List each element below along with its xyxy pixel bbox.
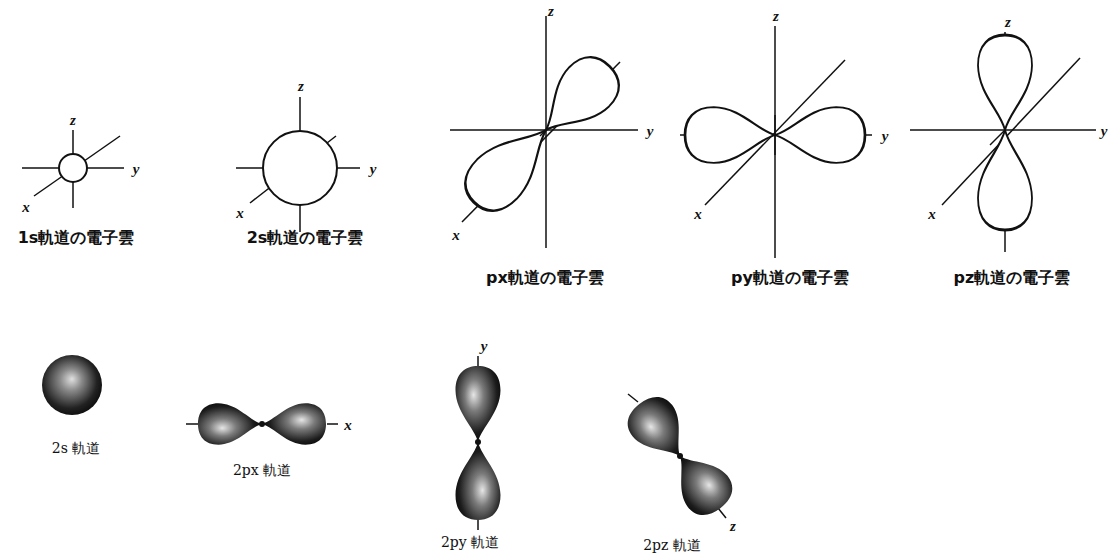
axis-label: y — [370, 162, 377, 177]
axis-label: y — [481, 339, 488, 354]
orbital-caption: 1s軌道の電子雲 — [18, 230, 135, 246]
orbital-caption: 2s 軌道 — [52, 441, 101, 455]
orbital-caption: 2s軌道の電子雲 — [247, 230, 364, 246]
axis-label: y — [1101, 124, 1108, 139]
axis-label: x — [22, 200, 30, 215]
axis-label: y — [133, 162, 140, 177]
axis-label: x — [344, 418, 352, 433]
axis-label: z — [298, 79, 304, 94]
axis-label: y — [882, 129, 889, 144]
orbital-caption: px軌道の電子雲 — [486, 270, 604, 286]
axis-label: y — [647, 124, 654, 139]
orbital-caption: 2pz 軌道 — [643, 538, 701, 552]
shaded-orbitals — [42, 355, 740, 524]
orbital-caption: py軌道の電子雲 — [731, 270, 849, 286]
axis-label: x — [452, 228, 460, 243]
orbital-caption: 2py 軌道 — [441, 535, 499, 549]
orbital-caption: pz軌道の電子雲 — [954, 270, 1071, 286]
axis-label: z — [1005, 15, 1011, 30]
orbital-caption: 2px 軌道 — [233, 463, 291, 477]
axes — [22, 16, 1096, 258]
axis-label: z — [548, 3, 554, 18]
axis-label: z — [730, 519, 736, 534]
electron-cloud-outlines — [59, 35, 1032, 230]
axis-label: z — [70, 113, 76, 128]
axis-label: z — [773, 9, 779, 24]
axis-label: x — [928, 207, 936, 222]
axis-label: x — [236, 206, 244, 221]
axis-label: x — [694, 207, 702, 222]
axis-ticks — [186, 115, 1005, 530]
